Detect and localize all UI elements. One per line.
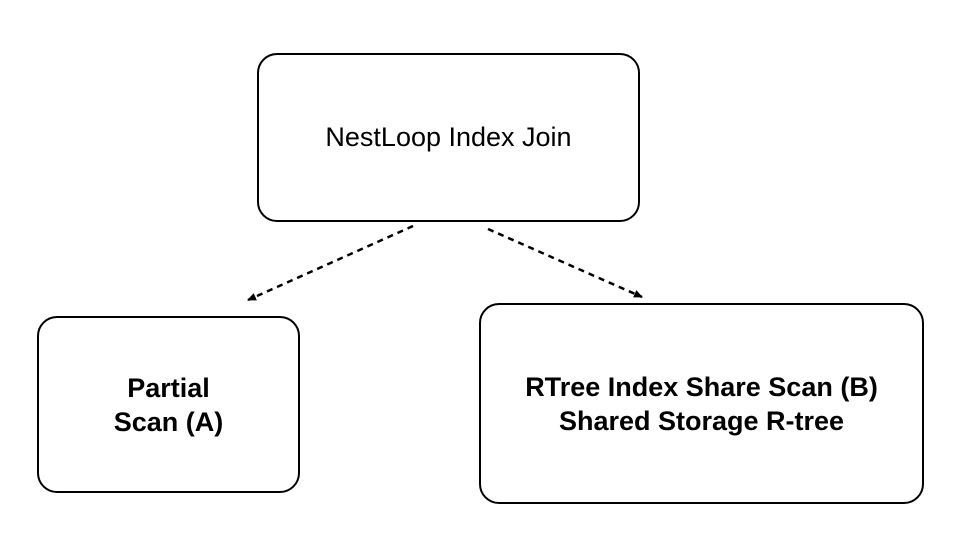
edge-root-to-right (487, 227, 643, 299)
node-root-label: NestLoop Index Join (325, 122, 572, 152)
node-right-line1: RTree Index Share Scan (B) (525, 371, 878, 402)
node-left-line2: Scan (A) (113, 406, 224, 437)
edge-root-to-left (247, 224, 414, 302)
node-rtree-index-share-scan: RTree Index Share Scan (B) Shared Storag… (479, 303, 924, 504)
node-left-line1: Partial (127, 372, 210, 403)
node-partial-scan: Partial Scan (A) (37, 316, 300, 493)
node-nestloop-index-join: NestLoop Index Join (257, 53, 640, 222)
node-right-line2: Shared Storage R-tree (558, 405, 845, 436)
